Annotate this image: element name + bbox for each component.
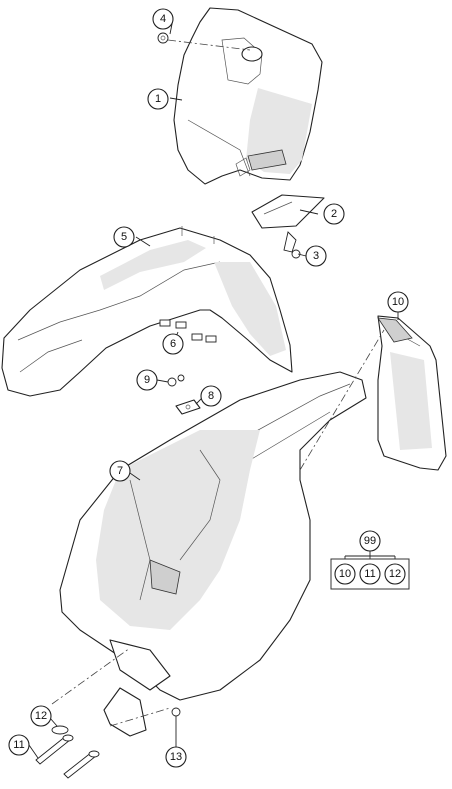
svg-text:7: 7	[117, 465, 123, 477]
screw-part-13	[171, 707, 181, 717]
callout-7: 7	[109, 460, 131, 482]
kit-number-callout: 99	[359, 530, 381, 552]
side-insert-part-10	[377, 315, 447, 471]
callout-9: 9	[136, 369, 158, 391]
clips-part-6	[159, 319, 217, 343]
callout-4: 4	[152, 8, 174, 30]
callout-5: 5	[113, 226, 135, 248]
svg-text:6: 6	[170, 338, 176, 350]
washer-part-12	[51, 725, 69, 735]
callout-12: 12	[30, 705, 52, 727]
callout-3: 3	[305, 245, 327, 267]
svg-text:11: 11	[364, 568, 375, 580]
svg-text:13: 13	[170, 751, 182, 763]
svg-text:4: 4	[160, 13, 166, 25]
side-panel-part-7	[59, 371, 367, 737]
svg-text:10: 10	[339, 568, 351, 580]
front-fender	[1, 226, 293, 397]
svg-text:12: 12	[389, 568, 401, 580]
svg-text:10: 10	[392, 296, 404, 308]
svg-text:9: 9	[144, 374, 150, 386]
callout-2: 2	[323, 203, 345, 225]
svg-text:1: 1	[155, 93, 161, 105]
callout-10: 10	[387, 291, 409, 313]
screw-part-11	[35, 734, 100, 779]
bracket-part-2	[251, 194, 325, 229]
callout-8: 8	[200, 385, 222, 407]
svg-text:3: 3	[313, 250, 319, 262]
kit-item-11: 11	[359, 563, 381, 585]
callout-11: 11	[8, 734, 30, 756]
svg-text:11: 11	[13, 739, 24, 751]
nut-part-4	[157, 32, 251, 51]
svg-text:5: 5	[121, 231, 127, 243]
front-number-plate	[173, 7, 323, 185]
svg-text:8: 8	[208, 390, 214, 402]
screw-part-3	[283, 231, 301, 259]
svg-text:12: 12	[35, 710, 47, 722]
svg-text:2: 2	[331, 208, 337, 220]
screw-part-9	[167, 374, 185, 387]
clip-part-8	[175, 399, 201, 415]
callout-1: 1	[147, 88, 169, 110]
kit-99-group: 99 10 11 12	[330, 530, 410, 590]
callout-6: 6	[162, 333, 184, 355]
kit-item-12: 12	[384, 563, 406, 585]
callout-13: 13	[165, 746, 187, 768]
kit-item-10: 10	[334, 563, 356, 585]
svg-text:99: 99	[364, 535, 376, 547]
